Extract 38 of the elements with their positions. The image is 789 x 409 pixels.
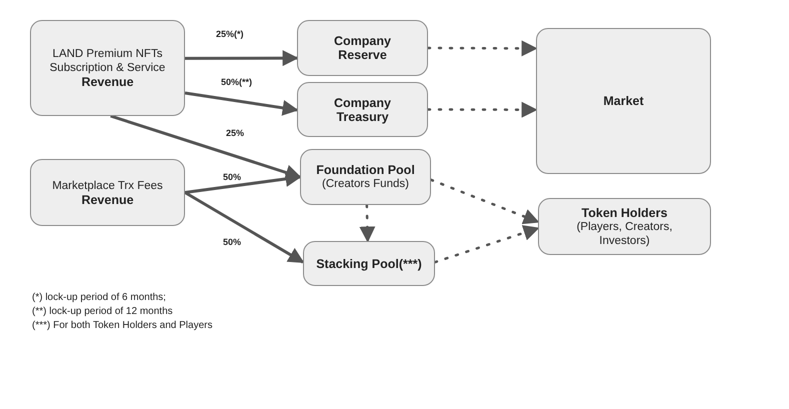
- edge-label: 25%(*): [215, 29, 245, 39]
- arrow: [110, 114, 302, 180]
- edge-label: 25%: [225, 128, 246, 138]
- process-box: [536, 28, 711, 174]
- arrow: [184, 191, 304, 264]
- process-box: [297, 20, 428, 76]
- footnote: (***) For both Token Holders and Players: [32, 320, 212, 331]
- box-text: (Creators Funds): [322, 177, 409, 191]
- box-title: Foundation Pool: [316, 163, 415, 177]
- arrow: [359, 204, 376, 243]
- box-title: Revenue: [81, 75, 134, 89]
- process-box: [30, 159, 185, 226]
- process-box: [297, 82, 428, 137]
- box-title: Stacking Pool(***): [316, 256, 422, 270]
- edge-label: 50%: [222, 237, 242, 247]
- edge-label: 50%(**): [220, 77, 254, 87]
- box-title: Company Treasury: [333, 96, 392, 124]
- process-box: [303, 241, 435, 286]
- box-text: LAND Premium NFTs Subscription & Service: [48, 47, 166, 75]
- process-box: [538, 198, 711, 255]
- arrow: [434, 225, 540, 264]
- arrow: [426, 40, 538, 56]
- box-title: Company Reserve: [333, 34, 392, 62]
- footnote: (*) lock-up period of 6 months;: [32, 292, 166, 303]
- footnote: (**) lock-up period of 12 months: [32, 306, 173, 317]
- box-title: Token Holders: [582, 206, 668, 220]
- arrow: [426, 102, 538, 118]
- box-text: (Players, Creators, Investors): [576, 220, 674, 248]
- process-box: [300, 149, 431, 205]
- arrow: [430, 178, 540, 224]
- box-text: Marketplace Trx Fees: [52, 178, 163, 192]
- box-title: Market: [603, 94, 644, 108]
- arrow: [184, 171, 302, 194]
- arrow: [185, 50, 299, 66]
- edge-label: 50%: [222, 172, 242, 182]
- box-title: Revenue: [81, 192, 134, 206]
- process-box: [30, 20, 185, 116]
- arrow: [184, 91, 299, 116]
